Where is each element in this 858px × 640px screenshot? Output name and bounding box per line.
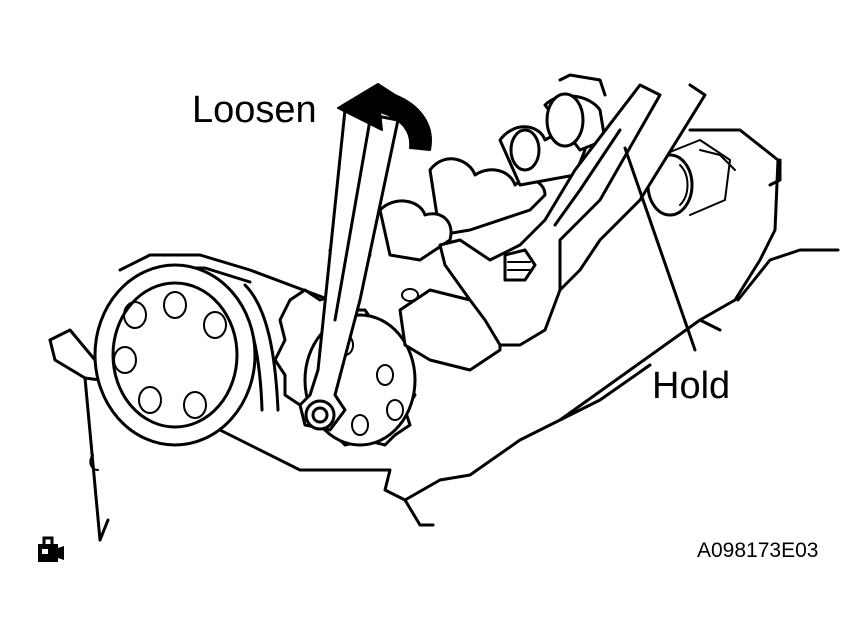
- service-note-icon: [38, 536, 64, 562]
- camshaft-sprocket: [93, 263, 257, 447]
- camshaft-hex: [398, 288, 502, 372]
- hold-label: Hold: [652, 365, 731, 407]
- hold-leader-line: [623, 146, 697, 352]
- hold-wrench: [438, 83, 707, 347]
- figure-code: A098173E03: [697, 539, 819, 562]
- loosen-label: Loosen: [192, 89, 317, 131]
- loosen-wrench: [298, 108, 400, 432]
- loosen-arrow-icon: [337, 83, 432, 151]
